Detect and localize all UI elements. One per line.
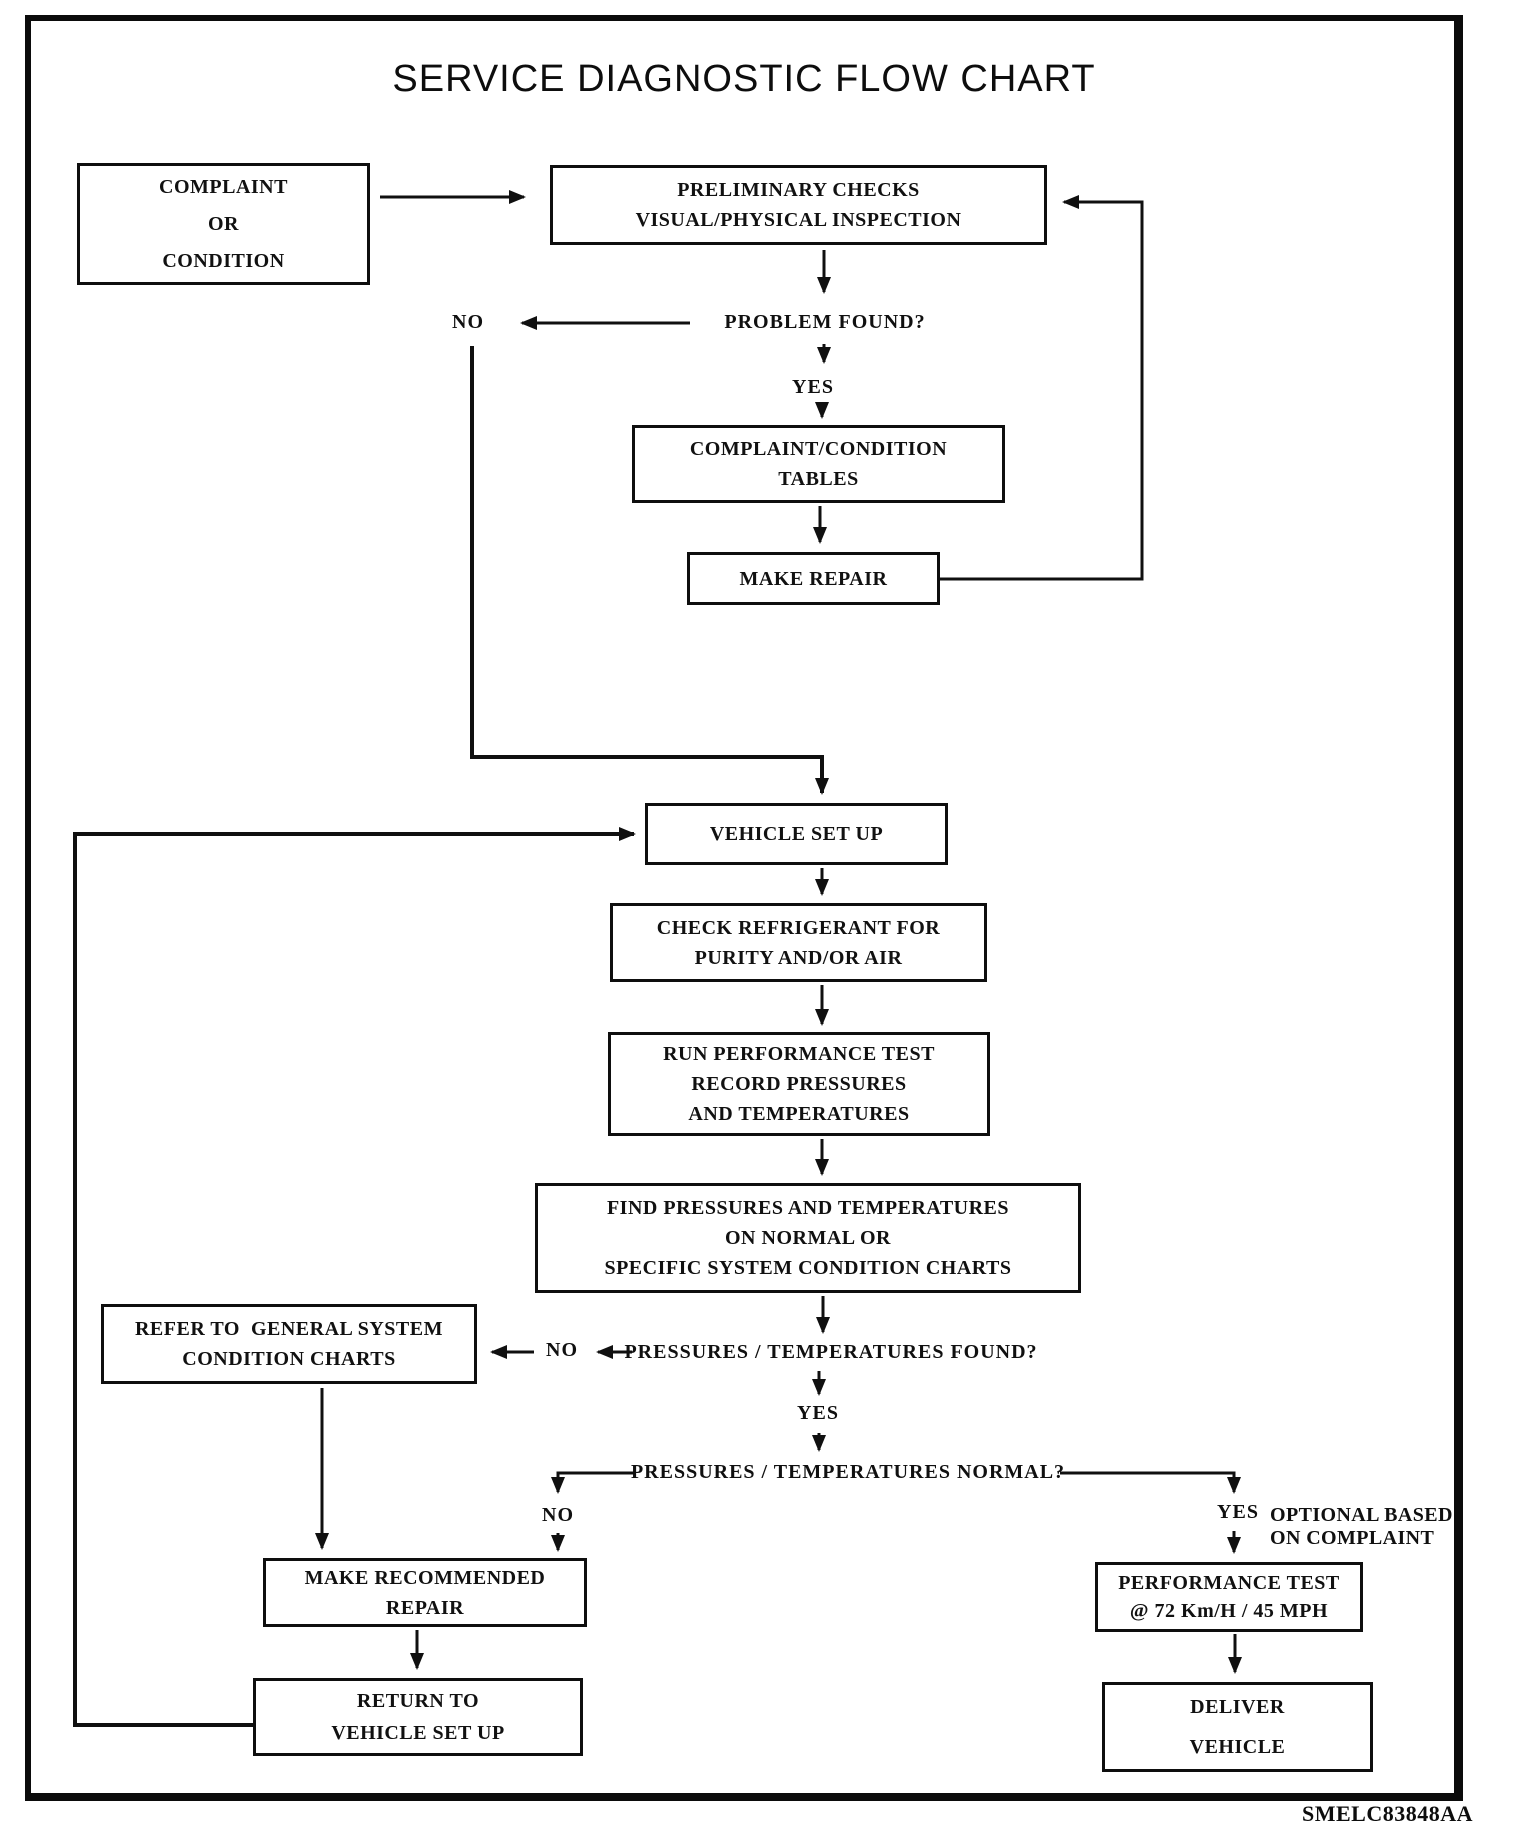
page-title: SERVICE DIAGNOSTIC FLOW CHART [392, 58, 1096, 100]
label-no-pressures-normal: NO [542, 1504, 574, 1526]
node-text: FIND PRESSURES AND TEMPERATURES [606, 1197, 1010, 1219]
node-text: AND TEMPERATURES [688, 1103, 910, 1125]
node-text: CONDITION CHARTS [182, 1348, 396, 1370]
node-text: DELIVER [1190, 1696, 1285, 1718]
node-text: RETURN TO [356, 1690, 480, 1712]
node-text: COMPLAINT/CONDITION [689, 438, 948, 460]
node-text: RECORD PRESSURES [691, 1073, 907, 1095]
label-pressures-temperatures-found: PRESSURES / TEMPERATURES FOUND? [624, 1341, 1038, 1363]
node-text: REPAIR [385, 1596, 465, 1619]
node-text: VEHICLE SET UP [331, 1722, 505, 1744]
node-deliver-vehicle: DELIVER VEHICLE [1102, 1682, 1373, 1772]
node-text: SPECIFIC SYSTEM CONDITION CHARTS [604, 1257, 1012, 1279]
node-text: TABLES [778, 468, 859, 490]
label-yes-pressures-found: YES [797, 1402, 839, 1424]
node-text: MAKE RECOMMENDED [304, 1566, 546, 1589]
note-line: ON COMPLAINT [1270, 1527, 1435, 1549]
label-problem-found: PROBLEM FOUND? [724, 311, 926, 333]
node-text: VEHICLE SET UP [709, 823, 884, 845]
node-text: VEHICLE [1189, 1736, 1286, 1758]
label-no-problem-found: NO [452, 311, 484, 333]
note-line: OPTIONAL BASED [1270, 1504, 1453, 1526]
node-find-pressures-temperatures: FIND PRESSURES AND TEMPERATURES ON NORMA… [535, 1183, 1081, 1293]
node-make-recommended-repair: MAKE RECOMMENDED REPAIR [263, 1558, 587, 1627]
label-yes-problem-found: YES [792, 376, 834, 398]
node-text: RUN PERFORMANCE TEST [663, 1043, 935, 1065]
node-text: VISUAL/PHYSICAL INSPECTION [635, 209, 962, 231]
node-text: PRELIMINARY CHECKS [677, 179, 920, 201]
label-no-pressures-found: NO [546, 1339, 578, 1361]
node-text: CONDITION [162, 249, 285, 272]
node-preliminary-checks: PRELIMINARY CHECKS VISUAL/PHYSICAL INSPE… [550, 165, 1047, 245]
node-refer-general-system-charts: REFER TO GENERAL SYSTEM CONDITION CHARTS [101, 1304, 477, 1384]
node-text: CHECK REFRIGERANT FOR [656, 916, 941, 939]
node-return-to-vehicle-set-up: RETURN TO VEHICLE SET UP [253, 1678, 583, 1756]
node-text: PURITY AND/OR AIR [694, 946, 903, 969]
node-check-refrigerant: CHECK REFRIGERANT FOR PURITY AND/OR AIR [610, 903, 987, 982]
label-pressures-temperatures-normal: PRESSURES / TEMPERATURES NORMAL? [630, 1461, 1066, 1483]
node-text: REFER TO GENERAL SYSTEM [134, 1318, 443, 1340]
node-vehicle-set-up: VEHICLE SET UP [645, 803, 948, 865]
label-yes-pressures-normal: YES [1217, 1501, 1259, 1523]
node-text: PERFORMANCE TEST [1118, 1572, 1340, 1594]
node-text: OR [208, 212, 239, 235]
node-make-repair: MAKE REPAIR [687, 552, 940, 605]
node-run-performance-test: RUN PERFORMANCE TEST RECORD PRESSURES AN… [608, 1032, 990, 1136]
node-text: MAKE REPAIR [739, 567, 888, 590]
figure-code: SMELC83848AA [1301, 1801, 1473, 1826]
node-complaint-or-condition: COMPLAINT OR CONDITION [77, 163, 370, 285]
note-optional-based-on-complaint: OPTIONAL BASED ON COMPLAINT [1270, 1504, 1453, 1550]
page-border [25, 15, 1463, 1801]
node-text: COMPLAINT [159, 175, 288, 198]
node-complaint-condition-tables: COMPLAINT/CONDITION TABLES [632, 425, 1005, 503]
node-text: @ 72 Km/H / 45 MPH [1129, 1600, 1329, 1622]
node-performance-test: PERFORMANCE TEST @ 72 Km/H / 45 MPH [1095, 1562, 1363, 1632]
node-text: ON NORMAL OR [725, 1227, 891, 1249]
